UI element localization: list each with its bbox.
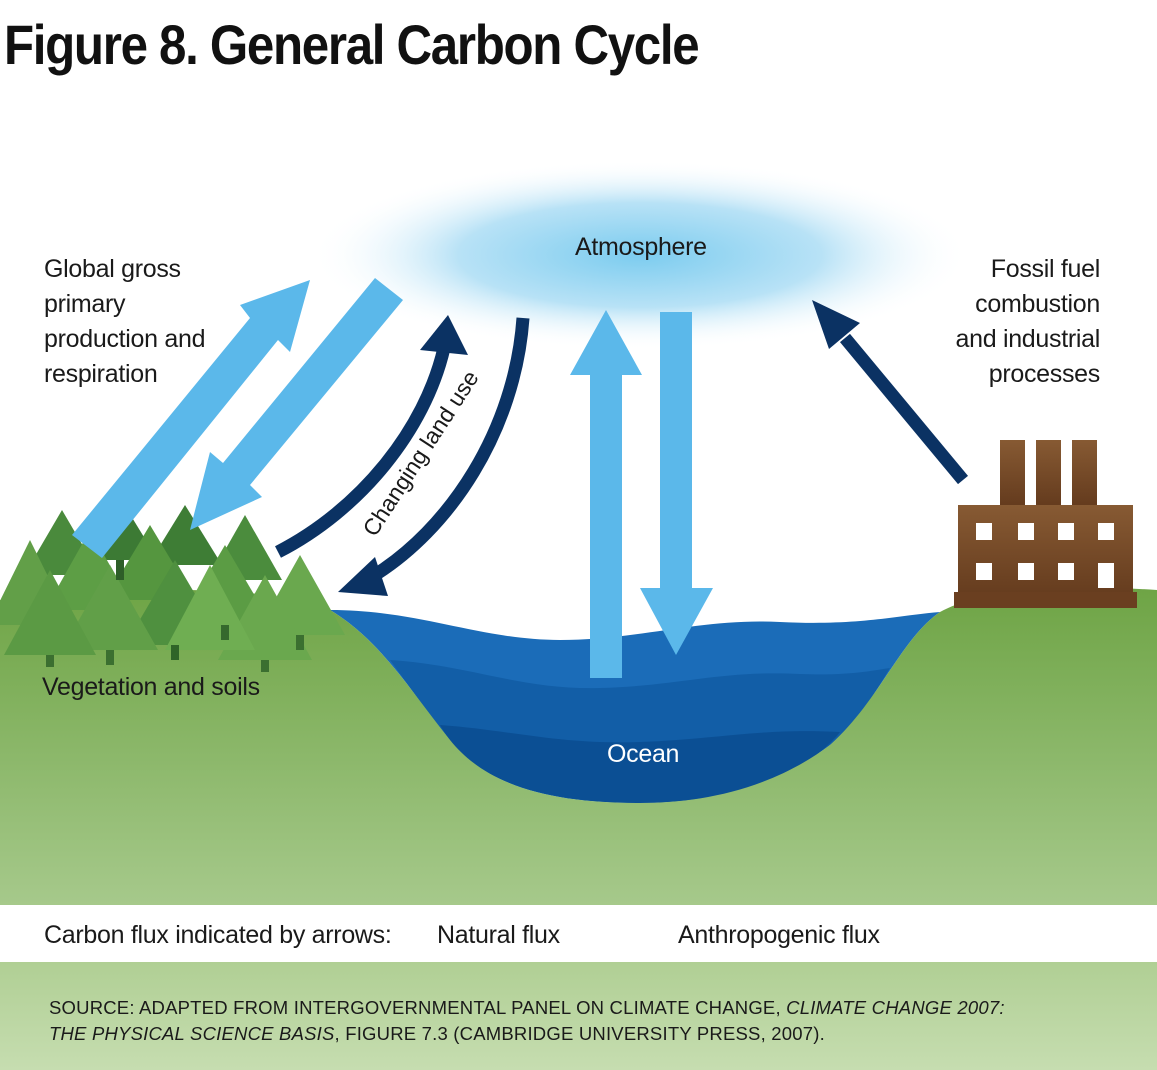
factory-building	[954, 440, 1137, 608]
land-use-arrow-up	[275, 346, 451, 558]
ocean-label: Ocean	[607, 740, 680, 768]
gpp-label: Global gross primary production and resp…	[44, 255, 206, 388]
atmosphere-to-ocean-arrow-down	[640, 312, 713, 655]
fossil-fuel-label: Fossil fuel combustion and industrial pr…	[955, 255, 1100, 388]
vegetation-label: Vegetation and soils	[42, 673, 260, 701]
legend-prefix: Carbon flux indicated by arrows:	[44, 921, 392, 949]
land-use-label: Changing land use	[357, 366, 483, 541]
legend-natural-label: Natural flux	[437, 921, 560, 949]
land	[0, 587, 1157, 905]
figure-title: Figure 8. General Carbon Cycle	[4, 13, 700, 76]
land-use-arrow-down	[366, 317, 530, 584]
ocean-basin	[330, 610, 940, 803]
atmosphere-cloud	[310, 160, 970, 350]
legend-band	[0, 905, 1157, 962]
source-band	[0, 962, 1157, 1070]
forest	[0, 498, 345, 672]
fossil-fuel-arrow	[840, 333, 968, 485]
ocean-uptake-arrow-up	[570, 310, 642, 678]
source-citation: SOURCE: ADAPTED FROM INTERGOVERNMENTAL P…	[49, 997, 1005, 1044]
respiration-arrow-down	[190, 278, 403, 530]
gpp-arrow-up	[72, 280, 310, 558]
natural-flux-arrows	[72, 278, 713, 678]
atmosphere-label: Atmosphere	[575, 233, 707, 261]
legend-anthropogenic-label: Anthropogenic flux	[678, 921, 880, 949]
anthropogenic-flux-arrows	[275, 300, 968, 596]
